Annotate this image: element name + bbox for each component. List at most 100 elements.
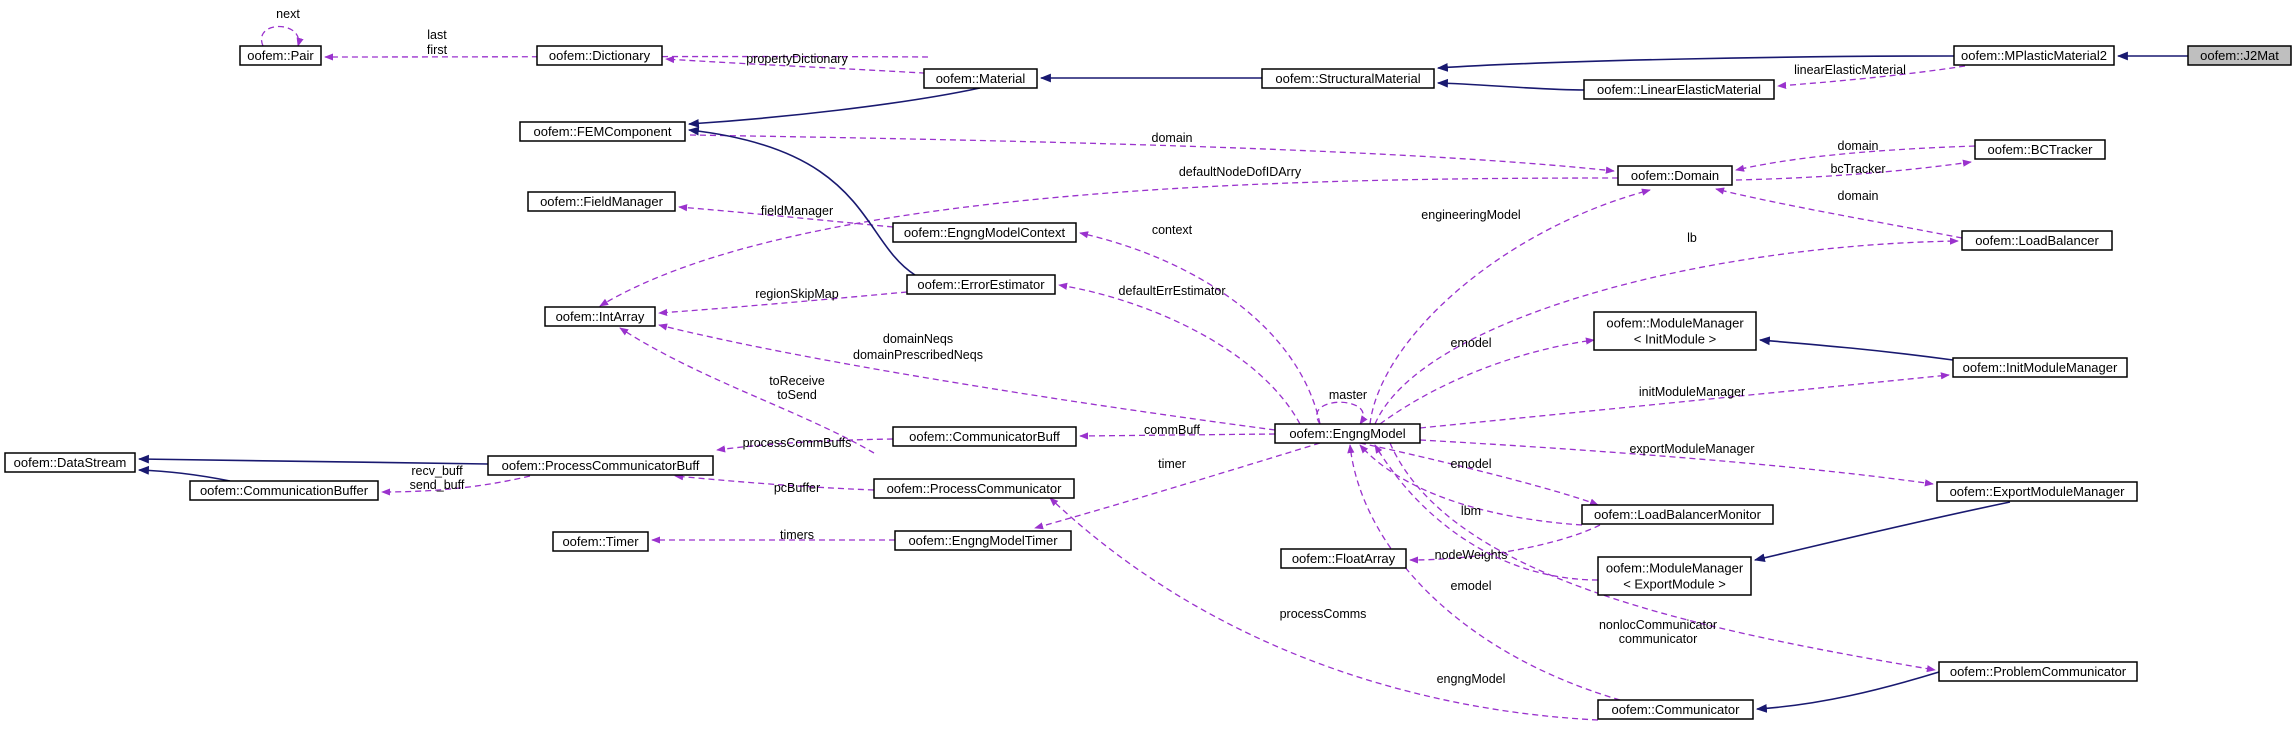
edge-domain-intarray: defaultNodeDofIDArry [599, 165, 1619, 307]
edge-label: pcBuffer [774, 481, 820, 495]
edge-label: propertyDictionary [746, 52, 848, 66]
edge-lb-domain: domain [1715, 187, 1963, 239]
class-name: oofem::StructuralMaterial [1275, 71, 1420, 86]
edge-label: exportModuleManager [1629, 442, 1754, 456]
class-box[interactable] [4, 452, 136, 473]
edge-inh-pcbuff [137, 454, 489, 465]
class-box[interactable] [1597, 699, 1754, 720]
class-node-intarray[interactable]: oofem::IntArray [544, 306, 656, 327]
class-name: oofem::EngngModel [1289, 426, 1405, 441]
class-box[interactable] [1974, 139, 2106, 160]
edge-label: master [1329, 388, 1367, 402]
class-node-bctracker[interactable]: oofem::BCTracker [1974, 139, 2106, 160]
edge-line [674, 473, 875, 491]
class-node-floatarray[interactable]: oofem::FloatArray [1280, 548, 1407, 569]
class-box[interactable] [1583, 79, 1775, 100]
class-node-pcbuff[interactable]: oofem::ProcessCommunicatorBuff [487, 455, 714, 476]
class-node-engngmodeltimer[interactable]: oofem::EngngModelTimer [894, 530, 1072, 551]
class-node-linearelastic[interactable]: oofem::LinearElasticMaterial [1583, 79, 1775, 100]
class-box[interactable] [189, 480, 379, 501]
class-box[interactable] [923, 68, 1038, 89]
edge-label: timer [1158, 457, 1186, 471]
class-node-engngmodel[interactable]: oofem::EngngModel [1274, 423, 1421, 444]
class-node-errorestimator[interactable]: oofem::ErrorEstimator [906, 274, 1056, 295]
class-box[interactable] [1953, 45, 2115, 66]
class-box[interactable] [1938, 661, 2138, 682]
class-box[interactable] [536, 45, 663, 66]
edge-line [1777, 65, 1966, 89]
class-node-mmexport[interactable]: oofem::ModuleManager< ExportModule > [1597, 556, 1752, 596]
class-node-exportmodulemanager[interactable]: oofem::ExportModuleManager [1936, 481, 2138, 502]
class-node-problemcommunicator[interactable]: oofem::ProblemCommunicator [1938, 661, 2138, 682]
class-node-dictionary[interactable]: oofem::Dictionary [536, 45, 663, 66]
class-node-communicationbuffer[interactable]: oofem::CommunicationBuffer [189, 480, 379, 501]
class-name: oofem::ModuleManager [1606, 316, 1744, 331]
class-box[interactable] [1936, 481, 2138, 502]
class-node-j2mat[interactable]: oofem::J2Mat [2187, 45, 2292, 66]
edge-label: domain [1838, 189, 1879, 203]
class-node-datastream[interactable]: oofem::DataStream [4, 452, 136, 473]
edge-line [1419, 439, 1934, 487]
class-box[interactable] [519, 121, 686, 142]
class-node-commbuff[interactable]: oofem::CommunicatorBuff [892, 426, 1077, 447]
class-box[interactable] [1274, 423, 1421, 444]
class-node-loadbalancer[interactable]: oofem::LoadBalancer [1961, 230, 2113, 251]
edge-line [1079, 432, 1276, 440]
class-node-mplastic[interactable]: oofem::MPlasticMaterial2 [1953, 45, 2115, 66]
class-node-timer[interactable]: oofem::Timer [552, 531, 649, 552]
class-node-engngmodelcontext[interactable]: oofem::EngngModelContext [892, 222, 1077, 243]
class-box[interactable] [1593, 311, 1757, 351]
class-box[interactable] [527, 191, 676, 212]
edge-line [1436, 55, 1955, 72]
class-box[interactable] [487, 455, 714, 476]
class-box[interactable] [1261, 68, 1435, 89]
edge-line [687, 87, 981, 128]
edge-bct-domain: domain [1735, 139, 1976, 172]
class-name: oofem::DataStream [14, 455, 127, 470]
class-node-lbmonitor[interactable]: oofem::LoadBalancerMonitor [1581, 504, 1774, 525]
class-box[interactable] [239, 45, 322, 66]
class-box[interactable] [1581, 504, 1774, 525]
class-node-material[interactable]: oofem::Material [923, 68, 1038, 89]
class-box[interactable] [873, 478, 1075, 499]
edge-line [1379, 337, 1595, 425]
class-node-pair[interactable]: oofem::Pair [239, 45, 322, 66]
class-box[interactable] [544, 306, 656, 327]
class-node-communicator[interactable]: oofem::Communicator [1597, 699, 1754, 720]
class-box[interactable] [552, 531, 649, 552]
class-box[interactable] [892, 426, 1077, 447]
class-node-fieldmanager[interactable]: oofem::FieldManager [527, 191, 676, 212]
edge-timer: timer [1034, 442, 1321, 530]
class-box[interactable] [2187, 45, 2292, 66]
edge-emodel-export: emodel [1374, 444, 1599, 593]
class-box[interactable] [1961, 230, 2113, 251]
edge-label: domainPrescribedNeqs [853, 348, 983, 362]
edge-line [1049, 497, 1599, 721]
class-box[interactable] [892, 222, 1077, 243]
class-box[interactable] [894, 530, 1072, 551]
class-node-mminit[interactable]: oofem::ModuleManager< InitModule > [1593, 311, 1757, 351]
class-box[interactable] [1952, 357, 2128, 378]
class-box[interactable] [1617, 165, 1733, 186]
class-node-femcomponent[interactable]: oofem::FEMComponent [519, 121, 686, 142]
class-node-initmodulemanager[interactable]: oofem::InitModuleManager [1952, 357, 2128, 378]
edge-processcommbuffs: processCommBuffs [716, 436, 894, 453]
class-name: oofem::LoadBalancer [1975, 233, 2099, 248]
edge-emodel-lbm: emodel [1359, 442, 1599, 506]
edge-commbuff: commBuff [1079, 423, 1276, 440]
edge-line [687, 126, 916, 276]
class-box[interactable] [1597, 556, 1752, 596]
edge-regionskipmap: regionSkipMap [658, 287, 908, 317]
edge-inh-commbuffer [137, 465, 231, 482]
class-name: oofem::Timer [562, 534, 639, 549]
class-node-domain[interactable]: oofem::Domain [1617, 165, 1733, 186]
class-box[interactable] [1280, 548, 1407, 569]
class-name: oofem::Dictionary [549, 48, 651, 63]
class-box[interactable] [906, 274, 1056, 295]
class-name: oofem::InitModuleManager [1963, 360, 2118, 375]
class-node-structuralmaterial[interactable]: oofem::StructuralMaterial [1261, 68, 1435, 89]
edge-label: communicator [1619, 632, 1698, 646]
class-node-processcommunicator[interactable]: oofem::ProcessCommunicator [873, 478, 1075, 499]
